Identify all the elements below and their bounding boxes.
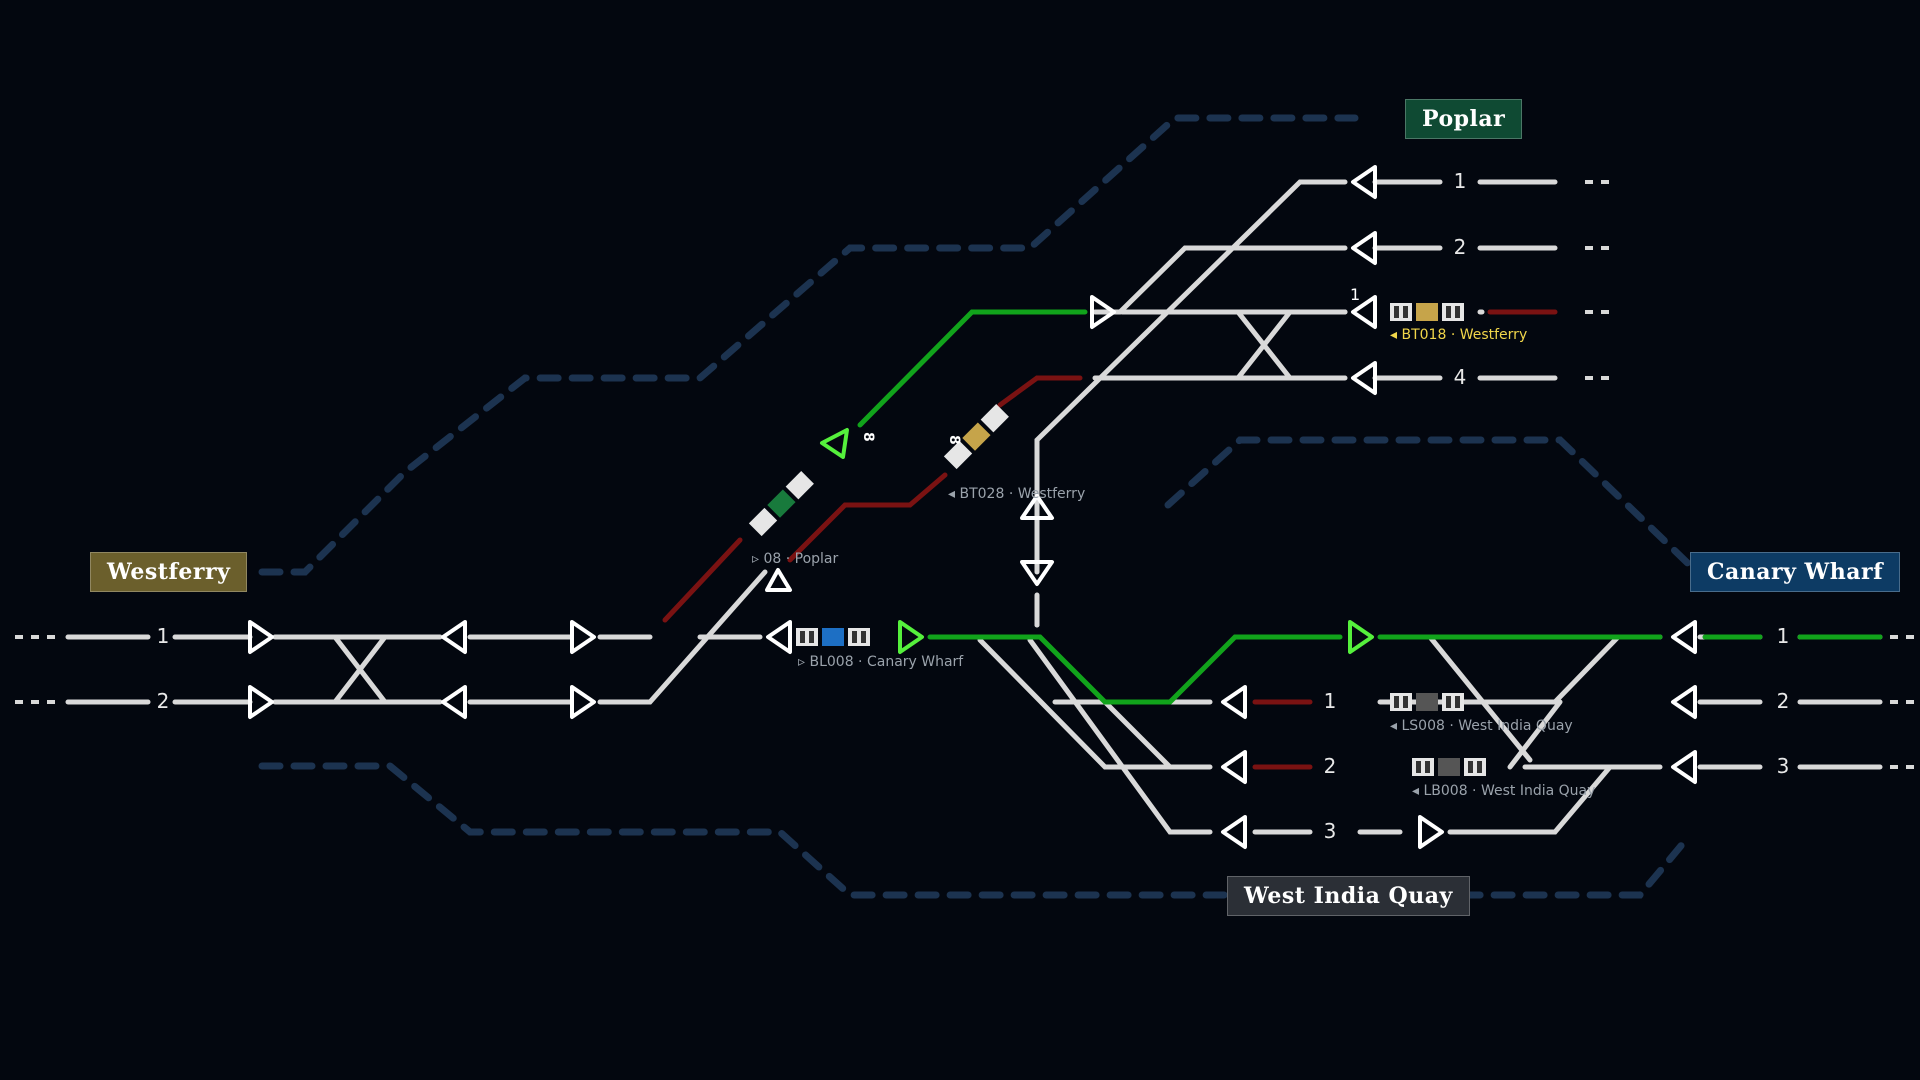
platform-canary-wharf-1: 1 [1776,624,1790,648]
arrow-left-icon: ◂ [1390,718,1402,734]
station-westferry[interactable]: Westferry [90,552,248,592]
arrow-left-icon: ◂ [1412,783,1424,799]
arrow-right-icon: ▹ [752,551,764,567]
train-label-poplar: ▹ 08 · Poplar [752,551,838,567]
train-label-bt018-text: BT018 · Westferry [1401,327,1528,343]
train-bt028[interactable] [943,404,1009,470]
platform-westferry-1: 1 [156,624,170,648]
train-label-bt028-text: BT028 · Westferry [959,486,1086,502]
train-lb008[interactable] [1412,758,1486,776]
route-red [662,309,1558,770]
train-bl008[interactable] [796,628,870,646]
station-west-india-quay[interactable]: West India Quay [1227,876,1470,916]
train-label-ls008: ◂ LS008 · West India Quay [1390,718,1573,734]
platform-wiq-2: 2 [1323,754,1337,778]
platform-poplar-2: 2 [1453,235,1467,259]
train-label-bl008-text: BL008 · Canary Wharf [809,654,964,670]
dashed-line-network [258,114,1704,899]
arrow-left-icon: ◂ [1390,327,1402,343]
arrow-left-icon: ◂ [948,486,960,502]
train-label-bl008: ▹ BL008 · Canary Wharf [798,654,963,670]
platform-poplar-4: 4 [1453,365,1467,389]
tracks [65,179,1883,835]
train-label-lb008: ◂ LB008 · West India Quay [1412,783,1595,799]
train-label-bt028: ◂ BT028 · Westferry [948,486,1085,502]
platform-canary-wharf-2: 2 [1776,689,1790,713]
train-label-bt018: ◂ BT018 · Westferry [1390,327,1527,343]
train-label-lb008-text: LB008 · West India Quay [1423,783,1596,799]
marker-8b: 8 [946,435,962,445]
platform-westferry-2: 2 [156,689,170,713]
arrow-right-icon: ▹ [798,654,810,670]
platform-canary-wharf-3: 3 [1776,754,1790,778]
signals-green [820,428,1374,654]
signals [248,165,1697,849]
train-poplar[interactable] [748,471,814,537]
train-label-poplar-text: 08 · Poplar [763,551,839,567]
track-ends [15,180,1915,769]
train-bt018[interactable] [1390,303,1464,321]
platform-wiq-3: 3 [1323,819,1337,843]
marker-8a: 8 [860,432,876,442]
station-canary-wharf[interactable]: Canary Wharf [1690,552,1901,592]
train-label-ls008-text: LS008 · West India Quay [1401,718,1573,734]
route-green [857,309,1883,705]
train-ls008[interactable] [1390,693,1464,711]
station-poplar[interactable]: Poplar [1405,99,1523,139]
platform-poplar-1: 1 [1453,169,1467,193]
marker-1: 1 [1350,285,1360,304]
platform-wiq-1: 1 [1323,689,1337,713]
